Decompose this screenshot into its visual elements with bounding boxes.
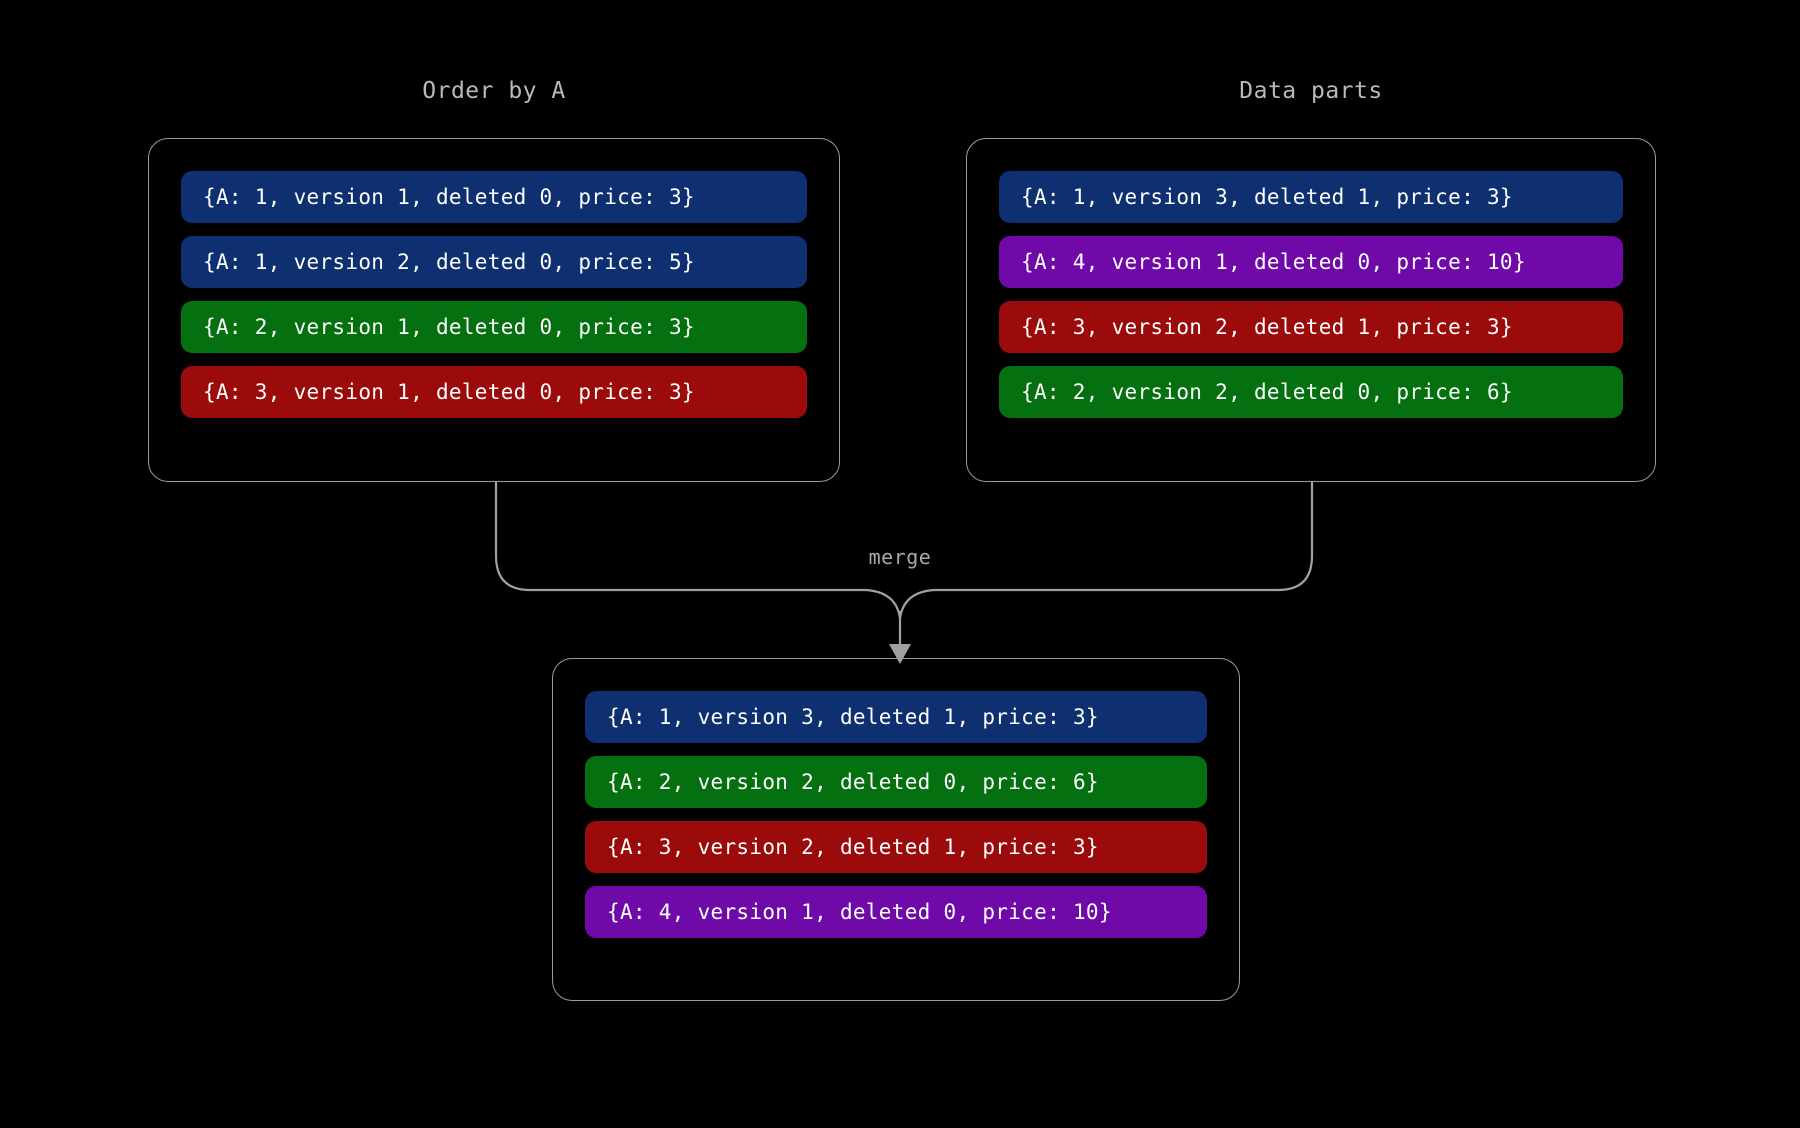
merged-result-row-list: {A: 1, version 3, deleted 1, price: 3} {… bbox=[553, 659, 1239, 970]
merged-result-panel: {A: 1, version 3, deleted 1, price: 3} {… bbox=[552, 658, 1240, 1001]
data-parts-panel: {A: 1, version 3, deleted 1, price: 3} {… bbox=[966, 138, 1656, 482]
merge-label: merge bbox=[868, 545, 932, 569]
row-label: {A: 1, version 2, deleted 0, price: 5} bbox=[203, 250, 695, 274]
row-label: {A: 4, version 1, deleted 0, price: 10} bbox=[607, 900, 1112, 924]
row-label: {A: 1, version 3, deleted 1, price: 3} bbox=[1021, 185, 1513, 209]
row-label: {A: 3, version 2, deleted 1, price: 3} bbox=[1021, 315, 1513, 339]
row-label: {A: 1, version 1, deleted 0, price: 3} bbox=[203, 185, 695, 209]
table-row[interactable]: {A: 3, version 2, deleted 1, price: 3} bbox=[585, 821, 1207, 873]
order-by-panel-title: Order by A bbox=[422, 78, 566, 104]
table-row[interactable]: {A: 2, version 2, deleted 0, price: 6} bbox=[999, 366, 1623, 418]
data-parts-row-list: {A: 1, version 3, deleted 1, price: 3} {… bbox=[967, 139, 1655, 450]
table-row[interactable]: {A: 3, version 1, deleted 0, price: 3} bbox=[181, 366, 807, 418]
table-row[interactable]: {A: 4, version 1, deleted 0, price: 10} bbox=[585, 886, 1207, 938]
table-row[interactable]: {A: 1, version 1, deleted 0, price: 3} bbox=[181, 171, 807, 223]
row-label: {A: 2, version 2, deleted 0, price: 6} bbox=[1021, 380, 1513, 404]
table-row[interactable]: {A: 1, version 3, deleted 1, price: 3} bbox=[999, 171, 1623, 223]
table-row[interactable]: {A: 1, version 2, deleted 0, price: 5} bbox=[181, 236, 807, 288]
table-row[interactable]: {A: 2, version 1, deleted 0, price: 3} bbox=[181, 301, 807, 353]
row-label: {A: 1, version 3, deleted 1, price: 3} bbox=[607, 705, 1099, 729]
row-label: {A: 2, version 2, deleted 0, price: 6} bbox=[607, 770, 1099, 794]
connector-path-right bbox=[932, 481, 1314, 592]
order-by-row-list: {A: 1, version 1, deleted 0, price: 3} {… bbox=[149, 139, 839, 450]
connector-merge-right-curve bbox=[898, 588, 936, 620]
row-label: {A: 3, version 2, deleted 1, price: 3} bbox=[607, 835, 1099, 859]
table-row[interactable]: {A: 4, version 1, deleted 0, price: 10} bbox=[999, 236, 1623, 288]
connector-path-left bbox=[494, 481, 868, 592]
data-parts-panel-title: Data parts bbox=[1239, 78, 1383, 104]
connector-merge-left-curve bbox=[864, 588, 902, 620]
row-label: {A: 3, version 1, deleted 0, price: 3} bbox=[203, 380, 695, 404]
table-row[interactable]: {A: 2, version 2, deleted 0, price: 6} bbox=[585, 756, 1207, 808]
order-by-panel: {A: 1, version 1, deleted 0, price: 3} {… bbox=[148, 138, 840, 482]
table-row[interactable]: {A: 3, version 2, deleted 1, price: 3} bbox=[999, 301, 1623, 353]
row-label: {A: 4, version 1, deleted 0, price: 10} bbox=[1021, 250, 1526, 274]
row-label: {A: 2, version 1, deleted 0, price: 3} bbox=[203, 315, 695, 339]
table-row[interactable]: {A: 1, version 3, deleted 1, price: 3} bbox=[585, 691, 1207, 743]
